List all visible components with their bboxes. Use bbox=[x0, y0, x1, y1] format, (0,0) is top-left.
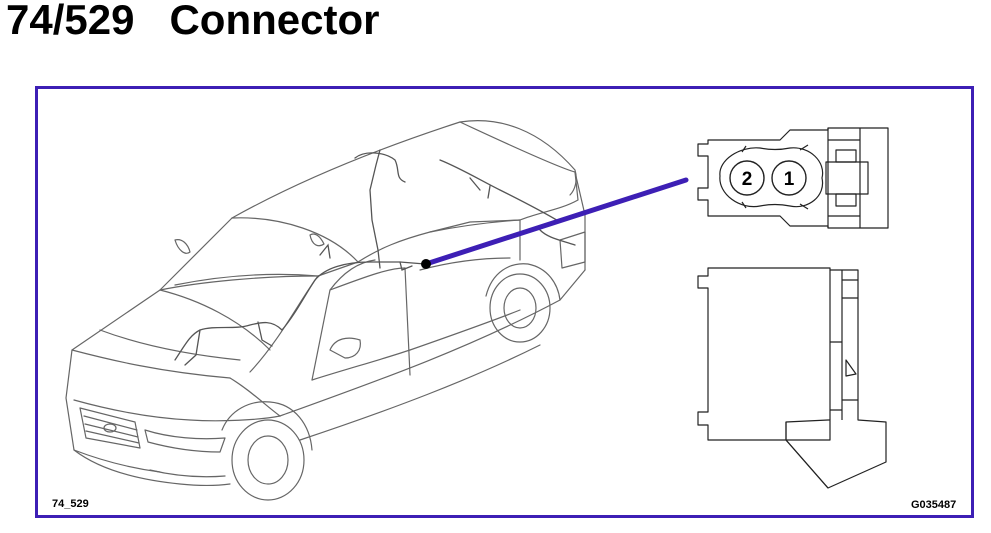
car-illustration-icon bbox=[65, 120, 586, 501]
pin-2-label: 2 bbox=[742, 169, 753, 190]
pin-2 bbox=[729, 160, 765, 196]
wiring-harness-icon bbox=[174, 149, 576, 366]
page-title: 74/529 Connector bbox=[6, 0, 380, 43]
location-pointer bbox=[421, 177, 689, 269]
image-ref-right: G035487 bbox=[911, 499, 957, 511]
pin-1 bbox=[771, 160, 807, 196]
diagram-frame bbox=[35, 86, 974, 518]
connector-front-icon bbox=[697, 127, 889, 229]
connector-pins: 2 1 bbox=[729, 160, 807, 196]
image-ref-left: 74_529 bbox=[52, 498, 89, 510]
pin-1-label: 1 bbox=[784, 169, 795, 190]
connector-side-icon bbox=[697, 267, 887, 489]
